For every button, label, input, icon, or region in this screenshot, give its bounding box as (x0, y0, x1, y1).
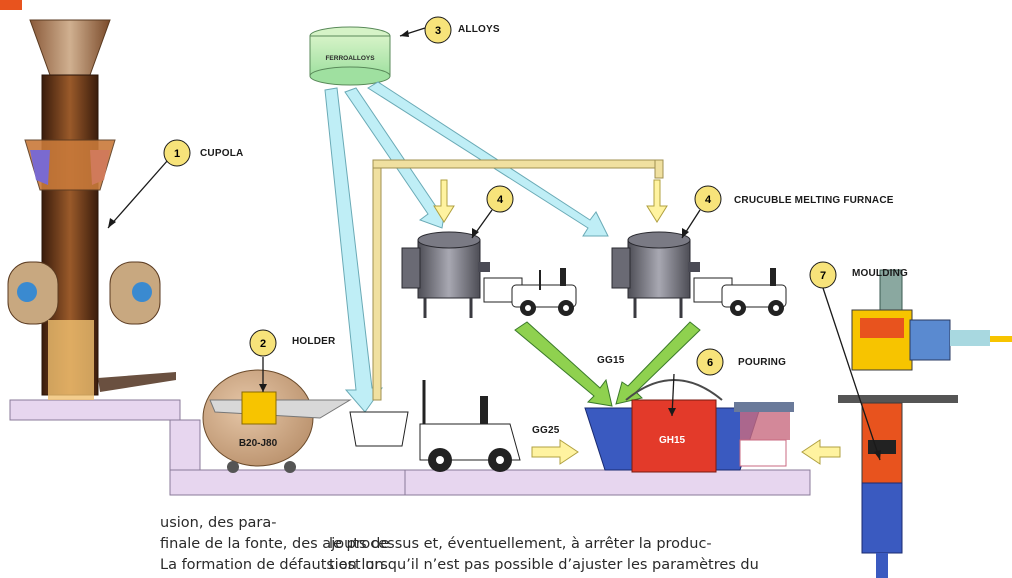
charge-arrows (433, 179, 668, 223)
step-badge-1: 1 (163, 139, 191, 167)
leader-arrowheads (108, 30, 881, 460)
step-badge-6: 6 (696, 348, 724, 376)
alloy-feed-arrows (324, 81, 609, 413)
body-text-right-line-2: tion lorsqu’il n’est pas possible d’ajus… (329, 557, 759, 573)
body-text-right-line-1: le processus et, éventuellement, à arrêt… (329, 536, 712, 552)
pouring-label: POURING (738, 357, 787, 368)
step-number-2: 2 (260, 338, 266, 350)
step-badge-4a: 4 (486, 185, 514, 213)
step-number-4a: 4 (497, 194, 504, 206)
crucible-furnace-2 (611, 231, 700, 318)
corner-accent (0, 0, 22, 10)
step-number-3: 3 (435, 25, 441, 37)
melt-transfer-arrows (514, 321, 701, 407)
step-badge-4b: 4 (694, 185, 722, 213)
body-text-left-line-1: usion, des para- (160, 515, 277, 531)
body-text-left-line-3: La formation de défauts est un (160, 557, 384, 573)
gg25-label: GG25 (532, 425, 560, 436)
step-badge-3: 3 (424, 16, 452, 44)
step-number-7: 7 (820, 270, 826, 282)
step-number-4b: 4 (705, 194, 712, 206)
pouring-station (584, 379, 794, 473)
step-number-1: 1 (174, 148, 180, 160)
alloys-label: ALLOYS (458, 24, 500, 35)
moulding-arrow (801, 439, 841, 465)
gg25-arrow (531, 439, 579, 465)
moulding-machine (838, 269, 1012, 578)
cupola-label: CUPOLA (200, 148, 244, 159)
gh15-label: GH15 (659, 435, 686, 446)
forklift-3 (349, 380, 521, 472)
cupola (7, 19, 176, 400)
floor-platform (9, 399, 811, 496)
body-text-left-line-2: finale de la fonte, des ajouts de (160, 536, 390, 552)
forklift-2 (693, 268, 787, 316)
crucible-label: CRUCUBLE MELTING FURNACE (734, 195, 894, 206)
holder-label: HOLDER (292, 336, 336, 347)
crucible-furnace-1 (401, 231, 490, 318)
holder-ladle (202, 369, 352, 473)
holder-code-label: B20-J80 (239, 438, 278, 449)
overhead-rail (372, 159, 664, 401)
step-badge-7: 7 (809, 261, 837, 289)
step-badge-2: 2 (249, 329, 277, 357)
forklift-1 (483, 268, 577, 316)
gg15-label: GG15 (597, 355, 625, 366)
ferroalloys-label: FERROALLOYS (325, 55, 375, 62)
step-number-6: 6 (707, 357, 713, 369)
ferroalloys-tank (309, 26, 391, 86)
moulding-label: MOULDING (852, 268, 909, 279)
